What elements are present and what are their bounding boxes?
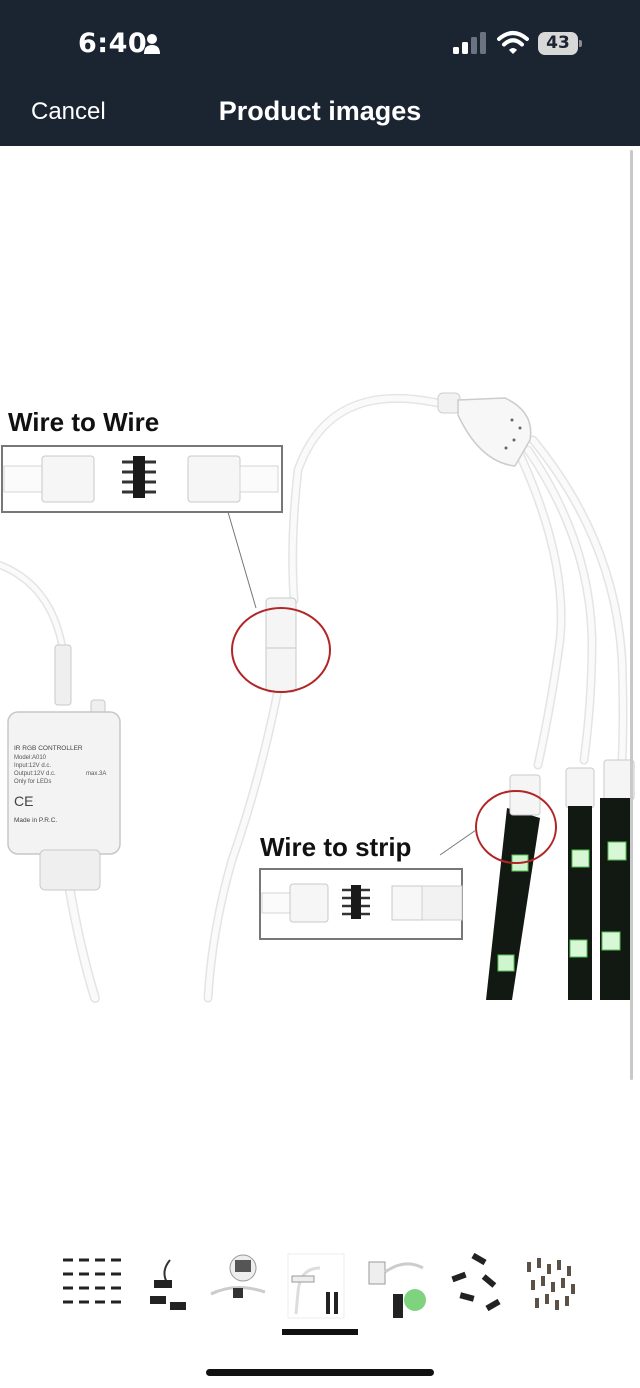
product-image[interactable]: IR RGB CONTROLLER Model:A010 Input:12V d… [0,146,640,1246]
controller-only: Only for LEDs [14,779,51,785]
controller-name: IR RGB CONTROLLER [14,745,83,752]
person-icon [144,34,160,54]
battery-level: 43 [538,32,578,55]
selected-thumbnail-indicator [282,1329,358,1335]
wifi-icon [497,31,529,54]
thumbnail-5[interactable] [365,1252,435,1322]
wire-to-strip-callout [259,868,463,940]
wire-to-strip-label: Wire to strip [260,832,412,862]
main-cable-harness [0,393,628,1003]
thumbnail-strip [55,1252,585,1332]
splitter-hub [437,392,532,467]
top-bar: 6:40 43 Cancel Product images [0,0,640,146]
scrollbar[interactable] [630,150,633,1080]
thumbnail-3[interactable] [205,1252,275,1322]
thumbnail-1[interactable] [55,1252,125,1322]
thumbnail-4[interactable] [280,1252,350,1322]
cancel-button[interactable]: Cancel [31,98,106,125]
cellular-signal-icon [453,32,486,54]
controller-output: Output:12V d.c. [14,771,56,777]
home-indicator[interactable] [206,1369,434,1376]
controller-model: Model:A010 [14,755,47,761]
status-time: 6:40 [78,28,148,59]
thumbnail-6[interactable] [442,1252,512,1322]
page-title: Product images [218,96,422,126]
battery-tip [579,40,582,47]
controller-made: Made in P.R.C. [14,817,57,824]
controller-max: max.3A [86,771,106,777]
ir-rgb-controller: IR RGB CONTROLLER Model:A010 Input:12V d… [7,644,121,891]
wire-to-wire-label: Wire to Wire [8,407,160,437]
controller-input: Input:12V d.c. [14,763,51,769]
thumbnail-7[interactable] [517,1252,587,1322]
battery-indicator: 43 [538,32,582,55]
svg-text:CE: CE [14,793,33,809]
wire-to-wire-callout [1,445,283,513]
inline-connector [227,511,331,693]
thumbnail-2[interactable] [130,1252,200,1322]
led-strips [439,759,635,1000]
